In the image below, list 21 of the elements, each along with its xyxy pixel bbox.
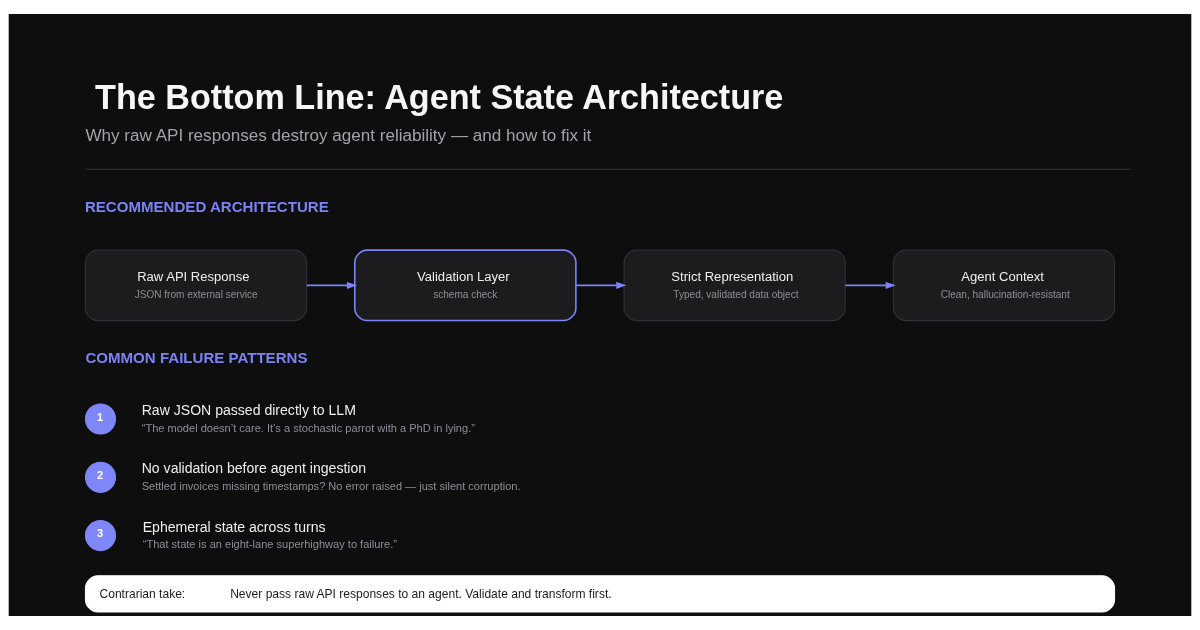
node-box: Validation Layer schema check — [353, 249, 577, 322]
node-circle: 2 — [84, 461, 117, 493]
arrow — [575, 281, 627, 289]
label: Why raw API responses destroy agent reliability — and how to fix it — [85, 126, 592, 146]
label: COMMON FAILURE PATTERNS — [85, 349, 308, 367]
node-label: No validation before agent ingestion — [141, 460, 367, 477]
node-box: Raw API Response JSON from external service — [84, 249, 308, 322]
node-box: Agent Context Clean, hallucination-resistant — [892, 249, 1116, 322]
diagram-title: The Bottom Line: Agent State Architecture — [95, 78, 784, 117]
node-box: Strict Representation Typed, validated data object — [623, 249, 846, 322]
node-label: Ephemeral state across turns — [142, 518, 326, 535]
node-circle: 1 — [84, 403, 117, 435]
label: RECOMMENDED ARCHITECTURE — [84, 198, 329, 216]
node-label: “That state is an eight-lane superhighway to failure.” — [142, 538, 397, 551]
arrow — [844, 281, 896, 289]
node-label: Settled invoices missing timestamps? No error raised — just silent corruption. — [141, 480, 521, 493]
node-label: Raw JSON passed directly to LLM — [141, 402, 356, 419]
node-label: “The model doesn’t care. It’s a stochastic parrot with a PhD in lying.” — [141, 421, 475, 434]
node-circle: 3 — [84, 520, 117, 552]
arrow — [305, 281, 358, 289]
node-box: Contrarian take: Never pass raw API responses to an agent. Validate and transform first. — [84, 575, 1116, 613]
